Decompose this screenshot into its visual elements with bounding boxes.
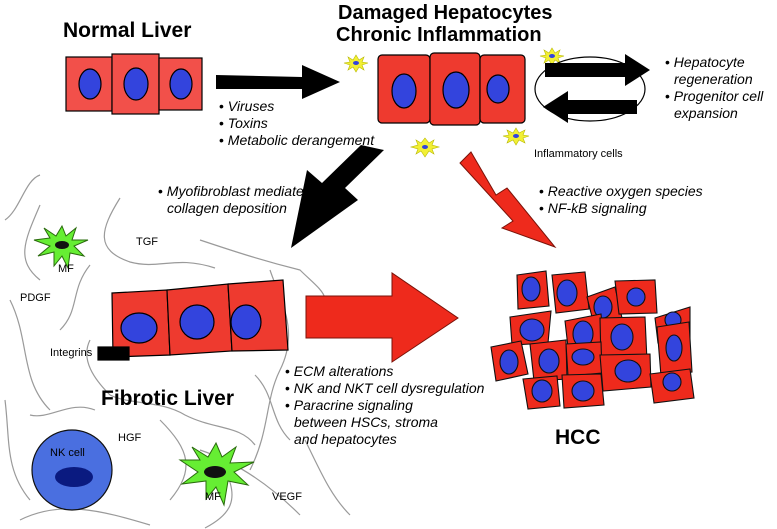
regeneration-arrow-right: [545, 54, 650, 86]
regeneration-loop: [534, 56, 646, 122]
regeneration-item: Progenitor cell: [673, 88, 764, 104]
cause-item: Viruses: [219, 98, 374, 115]
nk-cell: [31, 429, 113, 511]
mf-top-label: MF: [58, 263, 74, 275]
arrow-fibrotic-to-hcc: [305, 272, 459, 363]
mf-bottom: [178, 441, 255, 507]
hgf-label: HGF: [118, 432, 142, 444]
tgf-label: TGF: [136, 236, 158, 248]
inflammatory-nuclei: [353, 54, 555, 149]
damaged-hepatocytes-title: Damaged Hepatocytes: [338, 2, 553, 24]
fibrotic-liver-title: Fibrotic Liver: [101, 387, 235, 410]
mf-top: [33, 224, 89, 270]
regeneration-list: • Hepatocyte regeneration • Progenitor c…: [665, 54, 764, 121]
fibrotic-liver-cells: [97, 279, 289, 361]
hcc-cell-cluster: [490, 270, 695, 410]
normal-liver-cells: [65, 53, 203, 115]
hcc-title: HCC: [555, 426, 601, 449]
causes-list: Viruses Toxins Metabolic derangement: [219, 98, 374, 149]
cause-item: Metabolic derangement: [219, 132, 374, 149]
regeneration-item-cont: regeneration: [674, 71, 753, 87]
inflammatory-cells-label: Inflammatory cells: [534, 148, 623, 160]
regeneration-item-cont: expansion: [674, 105, 738, 121]
mechanism-item-cont: and hepatocytes: [294, 431, 397, 447]
pdgf-label: PDGF: [20, 292, 51, 304]
ros-item: Reactive oxygen species: [539, 183, 703, 200]
myofibroblast-line: Myofibroblast mediated: [166, 183, 312, 199]
mechanism-item: NK and NKT cell dysregulation: [293, 380, 485, 396]
mechanism-item: Paracrine signaling: [293, 397, 413, 413]
arrow-damaged-to-hcc: [459, 151, 557, 249]
arrow-damaged-to-fibrotic: [291, 145, 384, 248]
mechanism-item-cont: between HSCs, stroma: [294, 414, 438, 430]
normal-liver-title: Normal Liver: [63, 19, 192, 42]
myofibroblast-line: collagen deposition: [167, 200, 287, 216]
nk-cell-label: NK cell: [50, 447, 85, 459]
damaged-hepatocytes: [377, 52, 526, 126]
chronic-inflammation-title: Chronic Inflammation: [336, 24, 542, 46]
fibrosis-mechanisms-list: • ECM alterations • NK and NKT cell dysr…: [285, 363, 485, 447]
mechanism-item: ECM alterations: [293, 363, 394, 379]
mf-bottom-label: MF: [205, 491, 221, 503]
cause-item: Toxins: [219, 115, 374, 132]
integrins-label: Integrins: [50, 347, 93, 359]
arrow-normal-to-damaged: [216, 65, 340, 99]
ros-item: NF-kB signaling: [539, 200, 703, 217]
myofibroblast-note: • Myofibroblast mediated collagen deposi…: [158, 183, 312, 216]
regeneration-arrow-left: [543, 91, 637, 123]
vegf-label: VEGF: [272, 491, 302, 503]
regeneration-item: Hepatocyte: [673, 54, 745, 70]
ros-list: Reactive oxygen species NF-kB signaling: [539, 183, 703, 217]
